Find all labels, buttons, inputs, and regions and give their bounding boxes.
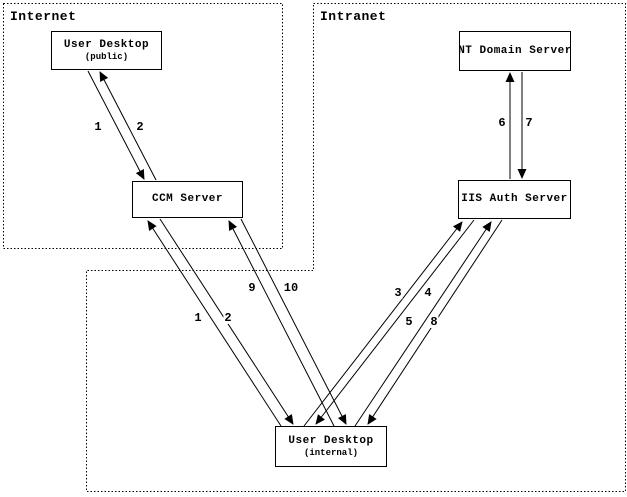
- arrow-step4-iis-to-internal: [315, 219, 475, 425]
- arrow-label-8: 8: [429, 315, 439, 329]
- node-title: NT Domain Server: [458, 44, 572, 57]
- node-subtitle: (internal): [303, 447, 358, 458]
- node-iis-auth-server: IIS Auth Server: [458, 180, 571, 219]
- node-title: CCM Server: [151, 193, 223, 205]
- node-nt-domain-server: NT Domain Server: [458, 31, 572, 71]
- node-subtitle: (public): [84, 51, 129, 62]
- arrow-label-1-internal: 1: [193, 311, 203, 325]
- arrow-label-10: 10: [282, 281, 300, 295]
- arrow-label-2-public: 2: [135, 120, 145, 134]
- arrow-step10-ccm-to-internal: [240, 218, 347, 425]
- node-title: User Desktop: [63, 38, 150, 51]
- arrow-label-3: 3: [393, 286, 403, 300]
- arrow-step2-ccm-to-public: [99, 71, 157, 181]
- node-title: User Desktop: [288, 434, 374, 447]
- arrow-step1-public-to-ccm: [87, 70, 145, 180]
- node-user-desktop-internal: User Desktop (internal): [275, 426, 387, 467]
- node-ccm-server: CCM Server: [132, 181, 243, 218]
- intranet-zone-label: Intranet: [320, 9, 387, 24]
- node-user-desktop-public: User Desktop (public): [51, 31, 162, 70]
- arrow-step1-internal-to-ccm: [147, 220, 282, 427]
- arrow-step3-internal-to-iis: [303, 221, 463, 427]
- arrow-label-9: 9: [247, 281, 257, 295]
- arrow-label-6: 6: [497, 116, 507, 130]
- arrow-label-2-internal: 2: [223, 311, 233, 325]
- arrow-step5-internal-to-iis: [354, 221, 492, 427]
- arrow-label-1-public: 1: [93, 120, 103, 134]
- arrow-label-5: 5: [404, 315, 414, 329]
- intranet-zone-border: [86, 3, 626, 492]
- internet-zone-label: Internet: [10, 9, 77, 24]
- node-title: IIS Auth Server: [461, 193, 568, 205]
- arrow-step9-internal-to-ccm: [228, 220, 335, 427]
- arrow-label-4: 4: [423, 286, 433, 300]
- arrow-label-7: 7: [524, 116, 534, 130]
- internet-zone-border: [3, 3, 283, 249]
